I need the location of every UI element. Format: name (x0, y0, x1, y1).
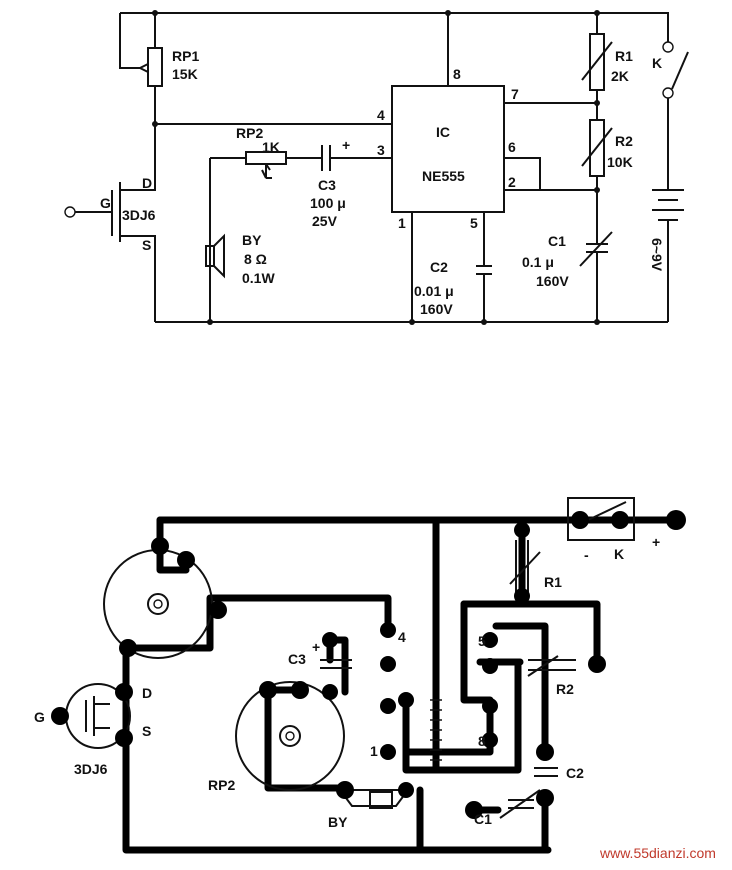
by-impedance: 8 Ω (244, 251, 267, 267)
pcb-s-label: S (142, 723, 151, 739)
pcb-pin4-label: 4 (398, 629, 406, 645)
ic-pin-2: 2 (508, 174, 516, 190)
rp2-value: 1K (262, 139, 280, 155)
pcb-plus-label: + (652, 534, 660, 550)
c2-value: 0.01 μ (414, 283, 454, 299)
rp2-shaft (279, 725, 301, 747)
ic-ref: IC (436, 124, 450, 140)
pcb-g-label: G (34, 709, 45, 725)
pcb-c1-label: C1 (474, 811, 492, 827)
switch-body (567, 497, 635, 541)
schematic: RP1 15K RP2 1K + C3 100 μ 25V BY 8 Ω 0.1… (64, 10, 689, 325)
fet-part: 3DJ6 (122, 207, 156, 223)
ic-pin-5: 5 (470, 215, 478, 231)
pcb-by-label: BY (328, 814, 348, 830)
rp1-value: 15K (172, 66, 198, 82)
fet-gate: G (100, 195, 111, 211)
ic-pin-1: 1 (398, 215, 406, 231)
c3-voltage: 25V (312, 213, 338, 229)
c3-value: 100 μ (310, 195, 346, 211)
c3-ref: C3 (318, 177, 336, 193)
pcb-pin5-label: 5 (478, 633, 486, 649)
pcb-c3-label: C3 (288, 651, 306, 667)
pcb-c3-plus: + (312, 639, 320, 655)
c2-voltage: 160V (420, 301, 453, 317)
pcb-rp2-label: RP2 (208, 777, 235, 793)
rp2-ref: RP2 (236, 125, 263, 141)
pcb-pin8-label: 8 (478, 733, 486, 749)
ic-pin-6: 6 (508, 139, 516, 155)
rp1-body (147, 47, 163, 87)
supply-voltage: 6~9V (649, 238, 665, 272)
c1-voltage: 160V (536, 273, 569, 289)
by-power: 0.1W (242, 270, 275, 286)
r1-value: 2K (611, 68, 629, 84)
pcb-switch-label: K (614, 546, 624, 562)
r2-value: 10K (607, 154, 633, 170)
ic-part: NE555 (422, 168, 465, 184)
ic-pin-3: 3 (377, 142, 385, 158)
r1-ref: R1 (615, 48, 633, 64)
ic-pin-7: 7 (511, 86, 519, 102)
c1-value: 0.1 μ (522, 254, 554, 270)
c2-ref: C2 (430, 259, 448, 275)
rp1-ref: RP1 (172, 48, 199, 64)
ic-body (391, 85, 505, 213)
fet-drain: D (142, 175, 152, 191)
pcb-r2-label: R2 (556, 681, 574, 697)
ic-pin-8: 8 (453, 66, 461, 82)
gate-terminal (64, 206, 76, 218)
fet-source: S (142, 237, 151, 253)
rp2-disk (235, 681, 345, 791)
ic-pin-4: 4 (377, 107, 385, 123)
r2-ref: R2 (615, 133, 633, 149)
watermark: www.55dianzi.com (599, 845, 716, 861)
c3-plus: + (342, 137, 350, 153)
pcb-d-label: D (142, 685, 152, 701)
pcb-fet-label: 3DJ6 (74, 761, 108, 777)
pcb-c2-label: C2 (566, 765, 584, 781)
rp1-shaft (147, 593, 169, 615)
speaker-magnet (205, 245, 215, 267)
by-ref: BY (242, 232, 262, 248)
pcb-minus-label: - (584, 547, 589, 563)
c1-ref: C1 (548, 233, 566, 249)
pcb-pin1-label: 1 (370, 743, 378, 759)
switch-ref: K (652, 55, 662, 71)
pcb-r1-label: R1 (544, 574, 562, 590)
pcb-layout: K + - R1 R2 C2 C1 C3 + RP2 BY 3DJ6 G D S… (34, 497, 716, 861)
